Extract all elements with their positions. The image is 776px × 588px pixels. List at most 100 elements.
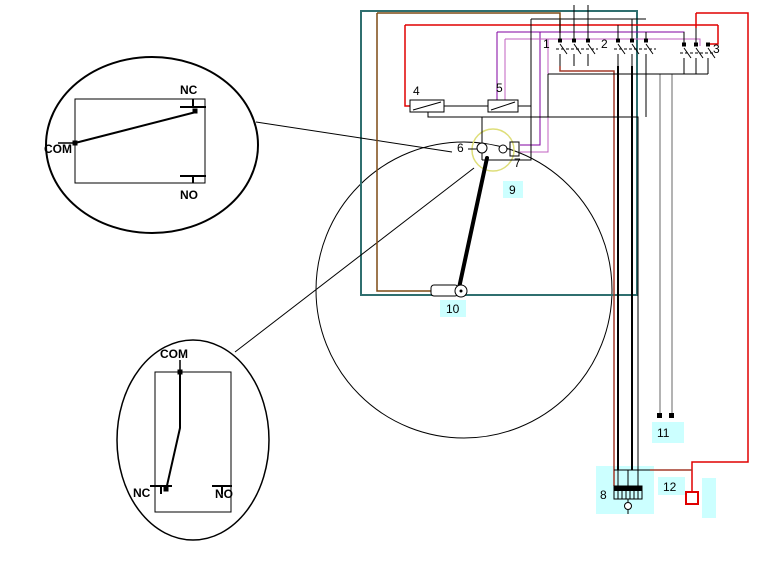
highlight-label-12 — [658, 477, 685, 495]
cluster3-contact — [694, 42, 698, 47]
label-10: 10 — [446, 302, 460, 316]
wires-magenta — [504, 38, 701, 153]
label-2: 2 — [601, 37, 608, 51]
inset-top-switch-body — [74, 98, 206, 184]
labels: 1 2 3 4 5 6 7 8 9 10 11 12 NC COM NO COM… — [44, 37, 720, 502]
component-5-body — [487, 99, 519, 113]
highlight-connector-right — [702, 478, 716, 518]
connector-8-ground — [624, 502, 632, 510]
cluster3-contact — [682, 42, 686, 47]
cluster1-bottom-terminals — [559, 54, 589, 66]
terminal-11-a — [657, 413, 662, 418]
terminal-11-b — [669, 413, 674, 418]
label-1: 1 — [543, 37, 550, 51]
label-7: 7 — [514, 156, 521, 170]
component-4-relay — [409, 99, 445, 113]
inset-bottom-no-contact — [212, 485, 232, 494]
inset-bottom-ellipse — [116, 339, 270, 541]
component-11-terminals — [657, 413, 674, 418]
stalk-handle — [430, 284, 459, 297]
cluster2-contact — [644, 38, 648, 43]
inset-top-switch-detail — [45, 56, 259, 234]
inset-bottom-switch-body — [154, 371, 232, 513]
inset-bottom-pivot-dot — [177, 369, 183, 375]
label-11: 11 — [657, 426, 670, 440]
black-crossbar-wire — [427, 112, 639, 470]
pivot-ring — [471, 128, 515, 172]
gray-wires-to-11 — [659, 74, 673, 413]
inset-top-ellipse — [45, 56, 259, 234]
component-7-contact — [498, 144, 508, 154]
label-4: 4 — [413, 84, 420, 98]
cluster1-terminals — [559, 5, 589, 42]
label-8: 8 — [600, 488, 607, 502]
black-main-feeds — [617, 66, 633, 470]
harness-frame — [360, 10, 638, 296]
wires-black-thin — [427, 18, 708, 514]
label-9: 9 — [509, 183, 516, 197]
cluster2-contact — [630, 38, 634, 43]
inset-bottom-switch-detail — [116, 339, 270, 541]
highlight-label-10 — [440, 300, 466, 317]
cluster3-bottom-terminals — [683, 58, 709, 74]
label-12: 12 — [663, 480, 677, 494]
component-6-contact — [476, 142, 488, 154]
wires-dark-red — [559, 66, 692, 486]
stalk-lever — [457, 156, 489, 290]
cluster1-contact — [572, 38, 576, 43]
callout-line-bottom-inset — [234, 167, 475, 353]
connector-8-bar — [614, 486, 642, 491]
switch-cluster-2 — [614, 19, 656, 66]
label-6: 6 — [457, 141, 464, 155]
black-cluster3-bus — [547, 66, 708, 117]
cluster3-contact — [706, 42, 710, 47]
inset-top-tip-dot — [192, 108, 198, 114]
cluster2-bottom-terminals — [617, 54, 647, 66]
inset-top-no-label: NO — [180, 188, 198, 202]
wires-red — [404, 12, 749, 505]
inset-top-nc-contact — [180, 99, 206, 108]
cluster2-contact — [616, 38, 620, 43]
inset-top-lever — [74, 111, 197, 144]
label-highlights — [440, 181, 716, 518]
red-top-bus — [404, 24, 719, 107]
stalk-knob-dot — [459, 289, 463, 293]
inset-bottom-lever — [165, 372, 181, 491]
inset-bottom-no-label: NO — [215, 487, 233, 501]
inset-bottom-com-label: COM — [160, 347, 188, 361]
callout-line-top-inset — [255, 121, 453, 153]
red-right-feed — [691, 12, 749, 492]
inset-top-nc-label: NC — [180, 83, 198, 97]
component-10-stalk — [430, 156, 489, 298]
wires-black-thick — [617, 66, 633, 470]
magenta-wire — [504, 38, 701, 153]
connector-8-pins — [617, 486, 639, 499]
component-7-switch — [498, 141, 520, 157]
dark-red-feed — [559, 66, 692, 486]
component-5-relay — [487, 99, 519, 113]
wires-gray — [659, 74, 673, 413]
inset-top-no-contact — [180, 175, 206, 183]
component-5-lever — [490, 101, 516, 111]
inset-top-pivot-dot — [72, 140, 78, 146]
highlight-label-11 — [652, 422, 684, 443]
highlight-label-9 — [503, 181, 523, 198]
black-misc-stubs — [468, 148, 629, 514]
label-3: 3 — [713, 42, 720, 56]
inset-bottom-nc-contact — [150, 485, 172, 494]
component-4-body — [409, 99, 445, 113]
component-4-lever — [412, 101, 442, 111]
cluster1-contact — [586, 38, 590, 43]
inset-top-com-label: COM — [44, 142, 72, 156]
switch-cluster-1 — [556, 5, 598, 66]
callout-lines — [234, 121, 475, 353]
label-5: 5 — [496, 81, 503, 95]
component-8-connector — [613, 485, 643, 510]
inset-bottom-tip-dot — [163, 486, 169, 492]
switch-cluster-3 — [680, 28, 716, 74]
inset-bottom-nc-label: NC — [133, 486, 151, 500]
black-top-bus — [482, 18, 646, 161]
connector-12-red-plug — [685, 491, 699, 505]
